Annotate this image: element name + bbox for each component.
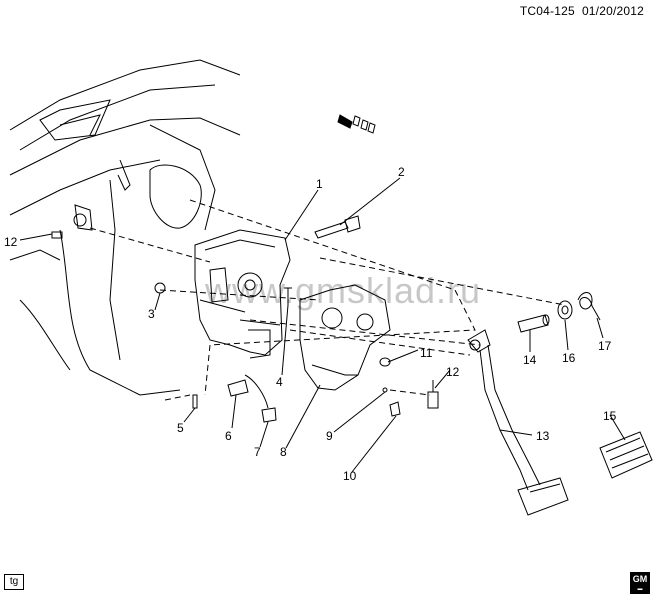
callout-8: 8: [280, 445, 287, 459]
part-14-sleeve: [517, 314, 550, 333]
part-6-switch: [227, 379, 249, 397]
callout-10: 10: [343, 469, 357, 483]
part-4-stud: [284, 287, 292, 305]
callout-5: 5: [177, 421, 184, 435]
callout-2: 2: [398, 165, 405, 179]
part-11-bushing: [379, 357, 391, 367]
callout-12-left: 12: [4, 235, 18, 249]
callout-15: 15: [603, 409, 617, 423]
part-12-pivot-bolt: [427, 380, 439, 409]
leader-lines: [19, 177, 626, 473]
callout-16: 16: [562, 351, 576, 365]
part-16-bushing: [557, 300, 573, 320]
part-10-clip: [389, 401, 401, 417]
callout-14: 14: [523, 353, 537, 367]
callout-12-right: 12: [446, 365, 460, 379]
callout-17: 17: [598, 339, 612, 353]
vehicle-dash-structure: [9, 59, 241, 396]
callout-3: 3: [148, 307, 155, 321]
part-8-support-plate: [299, 284, 391, 391]
callout-6: 6: [225, 429, 232, 443]
part-7-connector: [244, 374, 277, 423]
part-13-pedal-arm: [467, 329, 569, 516]
callout-9: 9: [326, 429, 333, 443]
callout-11: 11: [420, 346, 433, 360]
diagram-date: 01/20/2012: [581, 4, 644, 18]
part-3-nut: [154, 282, 166, 294]
part-5-bolt: [192, 394, 198, 409]
gm-logo-text: GM: [632, 574, 648, 584]
figure-tag: tg: [4, 574, 24, 590]
callout-labels: 1 2 3 4 5 6 7 8 9 10 11 12 12 13 14 15 1…: [4, 165, 617, 483]
gm-logo: GM ▬: [630, 572, 650, 594]
gm-logo-underline: ▬: [637, 586, 643, 592]
part-17-spring: [577, 292, 601, 321]
diagram-header: TC04-125 01/20/2012: [520, 4, 644, 18]
diagram-code: TC04-125: [519, 4, 575, 18]
part-1-pedal-bracket: [194, 229, 291, 359]
callout-7: 7: [254, 445, 261, 459]
part-15-pedal-pad: [599, 431, 653, 479]
callout-4: 4: [276, 375, 283, 389]
front-direction-arrow: [337, 114, 376, 134]
part-2-bolt: [314, 215, 361, 239]
alignment-lines: [89, 199, 566, 401]
callout-1: 1: [316, 177, 323, 191]
part-12-fastener: [51, 231, 63, 239]
watermark: www.gmsklad.ru: [205, 270, 482, 311]
callout-13: 13: [536, 429, 550, 443]
part-9-pin: [382, 387, 388, 393]
